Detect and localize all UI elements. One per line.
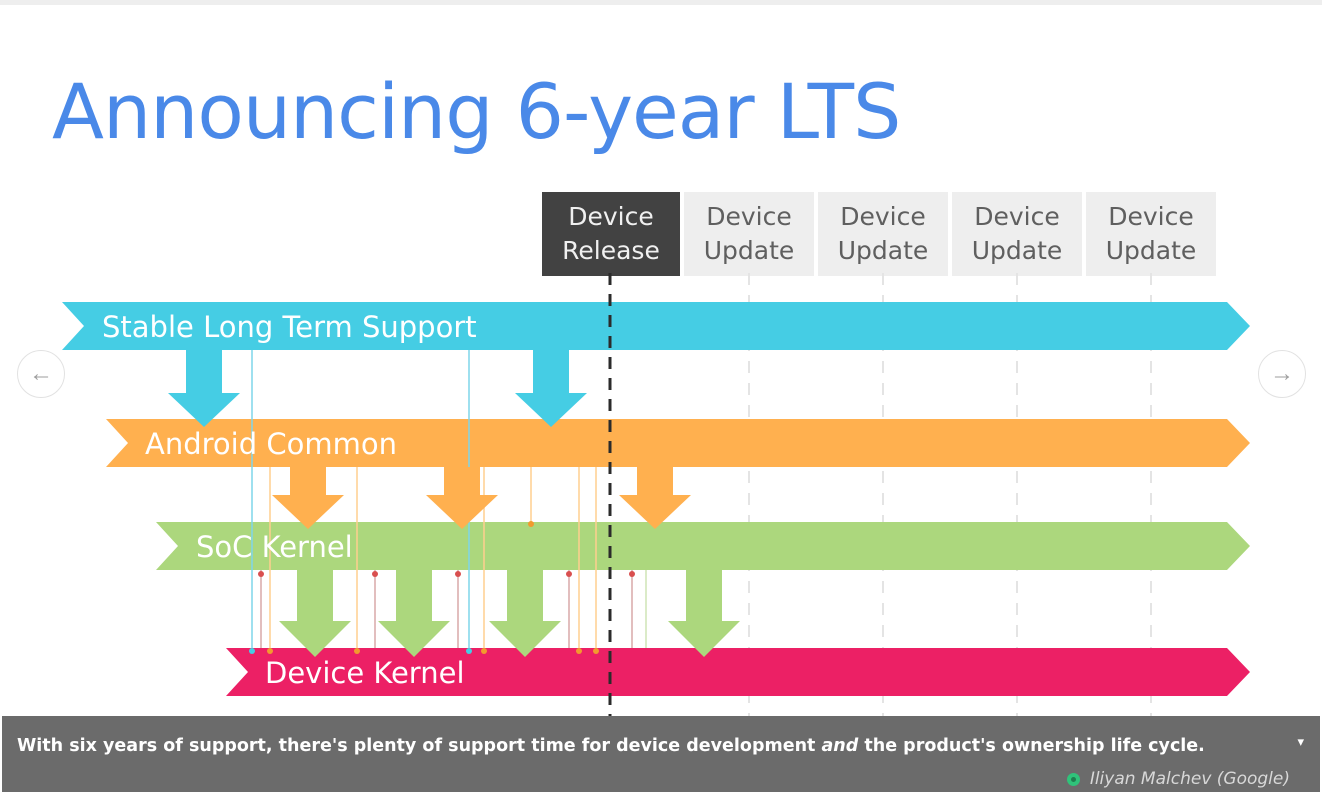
connector-dot — [481, 648, 487, 654]
connector-dot — [528, 521, 534, 527]
connector-dots — [249, 521, 635, 654]
arrows-soc-to-device — [279, 570, 740, 657]
down-arrow — [668, 570, 740, 657]
header-device-update-2: Device Update — [818, 192, 948, 276]
caret-down-icon: ▾ — [1297, 734, 1304, 749]
caption-text-after: the product's ownership life cycle. — [858, 736, 1205, 756]
down-arrow — [619, 467, 691, 529]
header-line1: Device — [1108, 202, 1194, 231]
header-line1: Device — [568, 202, 654, 231]
next-slide-button[interactable]: → — [1258, 350, 1306, 398]
down-arrow — [489, 570, 561, 657]
header-device-update-4: Device Update — [1086, 192, 1216, 276]
down-arrow — [279, 570, 351, 657]
connector-dot — [629, 571, 635, 577]
connector-dot — [566, 571, 572, 577]
band-label-soc-kernel: SoC Kernel — [196, 530, 353, 564]
caption-toggle-button[interactable]: ▾ — [1297, 734, 1304, 750]
arrow-left-icon: ← — [29, 360, 53, 387]
band-label-device-kernel: Device Kernel — [265, 656, 465, 690]
band-soc-kernel — [156, 522, 1250, 570]
header-line1: Device — [974, 202, 1060, 231]
connector-dot — [267, 648, 273, 654]
caption-text-emphasis: and — [821, 736, 859, 756]
header-line2: Update — [837, 236, 929, 265]
header-device-update-1: Device Update — [684, 192, 814, 276]
arrow-right-icon: → — [1270, 360, 1294, 387]
credit-text: Iliyan Malchev (Google) — [1089, 769, 1290, 789]
down-arrow — [272, 467, 344, 529]
header-device-release: Device Release — [542, 192, 680, 276]
band-device-kernel — [226, 648, 1250, 696]
header-line2: Release — [562, 236, 660, 265]
photo-credit: Iliyan Malchev (Google) — [1066, 769, 1290, 789]
top-strip — [0, 0, 1322, 5]
lts-diagram — [62, 273, 1250, 721]
connector-dot — [249, 648, 255, 654]
caption-text: With six years of support, there's plent… — [17, 736, 1205, 756]
down-arrow — [515, 350, 587, 427]
connector-dot — [372, 571, 378, 577]
header-device-update-3: Device Update — [952, 192, 1082, 276]
band-android-common — [106, 419, 1250, 467]
connector-dot — [576, 648, 582, 654]
down-arrow — [378, 570, 450, 657]
camera-icon — [1066, 772, 1080, 786]
header-line2: Update — [971, 236, 1063, 265]
header-line1: Device — [840, 202, 926, 231]
caption-text-before: With six years of support, there's plent… — [17, 736, 822, 756]
connector-lines — [251, 350, 647, 648]
arrows-common-to-soc — [272, 467, 691, 529]
connector-dot — [466, 648, 472, 654]
down-arrow — [426, 467, 498, 529]
down-arrow — [168, 350, 240, 427]
slide-title: Announcing 6-year LTS — [52, 67, 901, 156]
caption-bar: With six years of support, there's plent… — [2, 716, 1320, 792]
band-label-android-common: Android Common — [145, 427, 397, 461]
connector-dot — [354, 648, 360, 654]
header-line2: Update — [703, 236, 795, 265]
header-line2: Update — [1105, 236, 1197, 265]
band-stable-lts — [62, 302, 1250, 350]
connector-dot — [258, 571, 264, 577]
arrows-lts-to-common — [168, 350, 587, 427]
connector-dot — [455, 571, 461, 577]
connector-dot — [593, 648, 599, 654]
header-line1: Device — [706, 202, 792, 231]
band-label-stable-lts: Stable Long Term Support — [102, 310, 477, 344]
slide: Announcing 6-year LTS Device Release Dev… — [0, 5, 1322, 792]
prev-slide-button[interactable]: ← — [17, 350, 65, 398]
